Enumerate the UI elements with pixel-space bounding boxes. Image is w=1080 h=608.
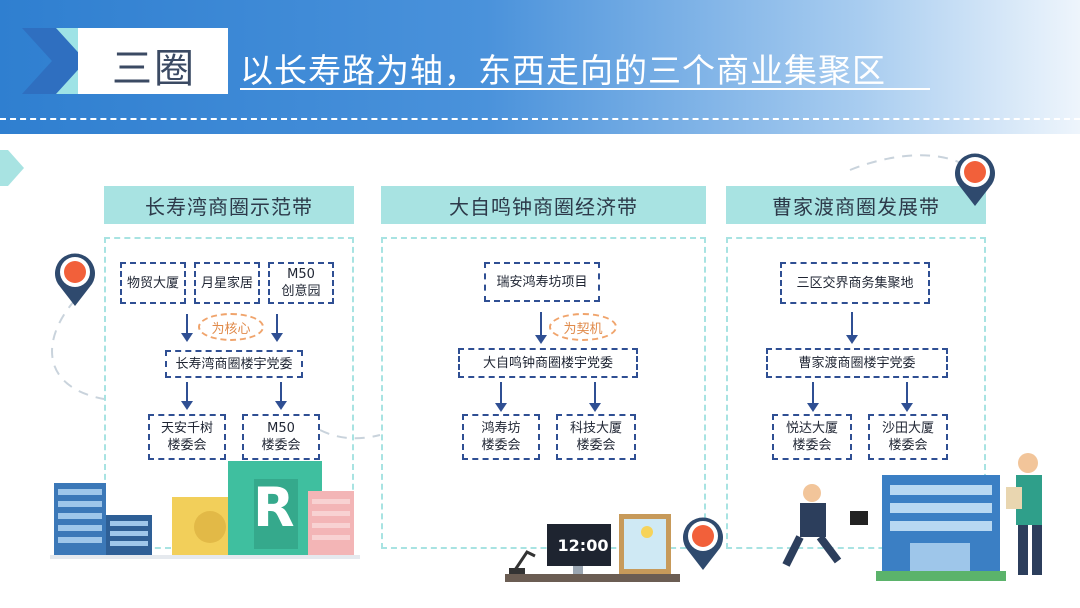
title-tab (78, 28, 228, 94)
node-hongshoufang: 鸿寿坊 楼委会 (462, 414, 540, 460)
buildings-illustration (50, 461, 360, 559)
title-underline (240, 88, 930, 90)
arrow-down (535, 312, 547, 344)
node-keji-building: 科技大厦 楼委会 (556, 414, 636, 460)
node-three-district-hub: 三区交界商务集聚地 (780, 262, 930, 304)
section-number: 三圈 (112, 46, 196, 92)
arrow-down (846, 312, 858, 344)
header-divider (0, 118, 1080, 120)
building-letter: R (253, 476, 295, 539)
arrow-down (181, 382, 193, 410)
section-heading-dazimingzhong: 大自鸣钟商圈经济带 (381, 186, 706, 224)
arrow-down (275, 382, 287, 410)
node-m50-park: M50 创意园 (268, 262, 334, 304)
node-wumao-building: 物贸大厦 (120, 262, 186, 304)
arrow-down (495, 382, 507, 412)
page-title: 以长寿路为轴，东西走向的三个商业集聚区 (240, 51, 886, 90)
node-caojiadu-committee: 曹家渡商圈楼宇党委 (766, 348, 948, 378)
section-heading-caojiadu: 曹家渡商圈发展带 (726, 186, 986, 224)
arrow-down (901, 382, 913, 412)
location-pin-icon (955, 153, 995, 206)
arrow-down (589, 382, 601, 412)
panel-caojiadu (726, 237, 986, 549)
side-tab-icon (0, 150, 24, 186)
node-shatian-building: 沙田大厦 楼委会 (868, 414, 948, 460)
arrow-down (807, 382, 819, 412)
node-m50-committee: M50 楼委会 (242, 414, 320, 460)
clock-display: 12:00 (557, 536, 609, 555)
arrow-down (181, 314, 193, 342)
node-tianan-qianshu: 天安千树 楼委会 (148, 414, 226, 460)
location-pin-icon (683, 517, 723, 570)
node-yuexing-home: 月星家居 (194, 262, 260, 304)
label-opportunity: 为契机 (549, 313, 617, 341)
businessman-illustration (782, 453, 1042, 581)
node-ruian-project: 瑞安鸿寿坊项目 (484, 262, 600, 302)
node-changshouwan-committee: 长寿湾商圈楼宇党委 (165, 350, 303, 378)
arrow-down (271, 314, 283, 342)
section-heading-changshouwan: 长寿湾商圈示范带 (104, 186, 354, 224)
label-core: 为核心 (198, 313, 264, 341)
desk-illustration (505, 514, 680, 582)
node-dazimingzhong-committee: 大自鸣钟商圈楼宇党委 (458, 348, 638, 378)
location-pin-icon (55, 253, 95, 306)
node-yueda-building: 悦达大厦 楼委会 (772, 414, 852, 460)
panel-dazimingzhong (381, 237, 706, 549)
